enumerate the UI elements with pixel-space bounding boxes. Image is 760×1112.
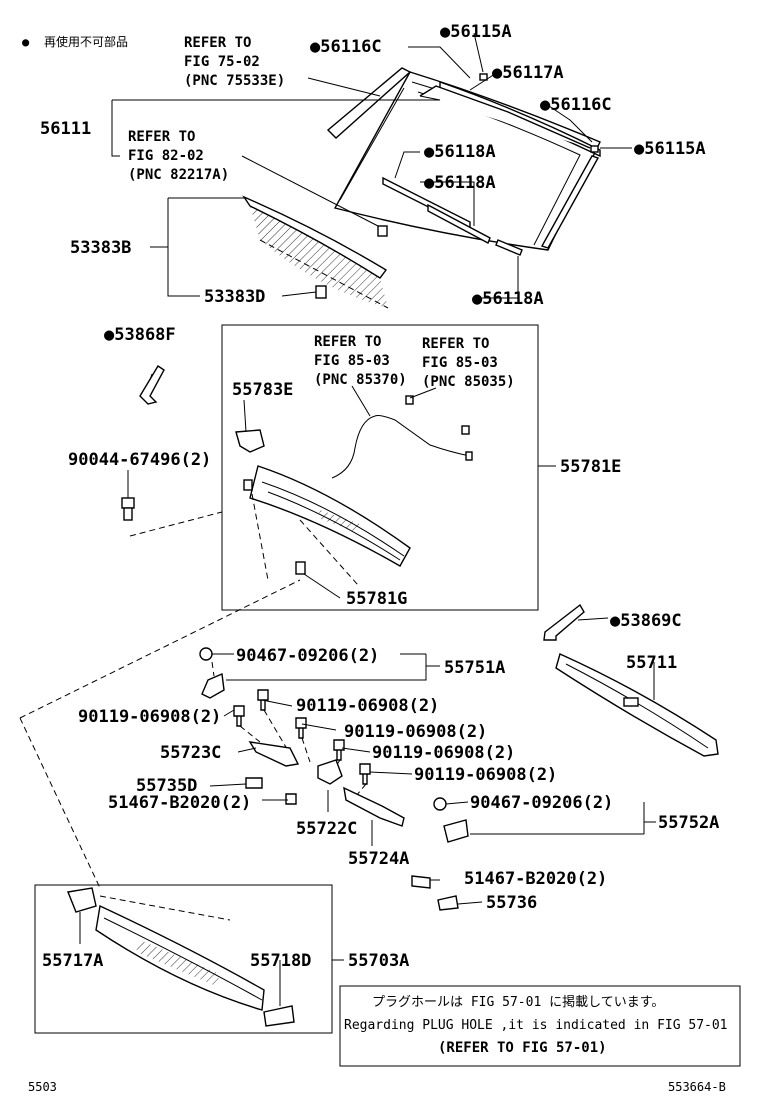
label-56117A: ●56117A [492, 63, 564, 83]
clip-53868F [139, 365, 165, 405]
ref-85-03b-line3: (PNC 85035) [422, 374, 515, 390]
note-refer: (REFER TO FIG 57-01) [438, 1040, 607, 1056]
bracket-55752A [433, 797, 469, 843]
ref-82-02-line1: REFER TO [128, 129, 195, 145]
label-55703A: 55703A [348, 951, 409, 971]
label-90044: 90044-67496(2) [68, 450, 211, 470]
label-56118A-b: ●56118A [424, 173, 496, 193]
clip-53869C [543, 603, 585, 641]
note-english: Regarding PLUG HOLE ,it is indicated in … [344, 1018, 728, 1033]
windshield-glass [333, 71, 601, 251]
label-56118A-c: ●56118A [472, 289, 544, 309]
legend-marker: ● [22, 35, 30, 49]
label-90467-a: 90467-09206(2) [236, 646, 379, 666]
label-56118A-a: ●56118A [424, 142, 496, 162]
label-55751A: 55751A [444, 658, 505, 678]
label-55781G: 55781G [346, 589, 407, 609]
label-90467-b: 90467-09206(2) [470, 793, 613, 813]
label-53868F: ●53868F [104, 325, 176, 345]
label-56116C-a: ●56116C [310, 37, 382, 57]
label-53383D: 53383D [204, 287, 265, 307]
cowl-seal [242, 195, 389, 309]
bracket-55783E [235, 429, 265, 453]
ref-85-03a-line3: (PNC 85370) [314, 372, 407, 388]
leader-lines [79, 32, 656, 1006]
cowl-lower-panel [67, 887, 295, 1027]
footer: 5503 553664-B [28, 1080, 726, 1094]
bracket-55751A [199, 647, 225, 699]
bracket-55722C [317, 759, 405, 827]
label-55722C: 55722C [296, 819, 357, 839]
label-90119-c: 90119-06908(2) [344, 722, 487, 742]
ref-75-02-line3: (PNC 75533E) [184, 73, 285, 89]
legend: ● 再使用不可部品 [22, 34, 128, 49]
reference-callouts: REFER TO FIG 75-02 (PNC 75533E) REFER TO… [128, 35, 515, 390]
ref-75-02-line2: FIG 75-02 [184, 54, 260, 70]
label-90119-e: 90119-06908(2) [414, 765, 557, 785]
clip-55736 [411, 875, 459, 911]
label-55781E: 55781E [560, 457, 621, 477]
label-55735D: 55735D [136, 776, 197, 796]
clip-90044 [121, 497, 135, 521]
washer-hose [331, 395, 473, 479]
windshield-moldings [326, 67, 601, 256]
note-japanese: プラグホールは FIG 57-01 に掲載しています。 [372, 994, 664, 1010]
label-56111: 56111 [40, 119, 91, 139]
label-55736: 55736 [486, 893, 537, 913]
footer-right: 553664-B [668, 1080, 726, 1094]
label-90119-b: 90119-06908(2) [78, 707, 221, 727]
ref-85-03b-line1: REFER TO [422, 336, 489, 352]
ref-85-03a-line2: FIG 85-03 [314, 353, 390, 369]
legend-text: 再使用不可部品 [44, 34, 128, 49]
cowl-louver-box [221, 324, 539, 611]
cowl-louver [243, 465, 411, 586]
guide-line-left [19, 511, 301, 889]
label-56115A-b: ●56115A [634, 139, 706, 159]
note: プラグホールは FIG 57-01 に掲載しています。 Regarding PL… [344, 994, 728, 1056]
label-51467-a: 51467-B2020(2) [108, 793, 251, 813]
ref-82-02-line2: FIG 82-02 [128, 148, 204, 164]
footer-left: 5503 [28, 1080, 57, 1094]
note-box [339, 985, 741, 1067]
label-55783E: 55783E [232, 380, 293, 400]
ref-85-03b-line2: FIG 85-03 [422, 355, 498, 371]
label-55723C: 55723C [160, 743, 221, 763]
label-51467-b: 51467-B2020(2) [464, 869, 607, 889]
ref-85-03a-line1: REFER TO [314, 334, 381, 350]
label-56115A-a: ●56115A [440, 22, 512, 42]
label-55724A: 55724A [348, 849, 409, 869]
panel-55711 [555, 653, 719, 757]
label-90119-a: 90119-06908(2) [296, 696, 439, 716]
label-56116C-b: ●56116C [540, 95, 612, 115]
part-number-labels: ●56116C ●56115A ●56117A ●56116C ●56115A … [40, 22, 719, 971]
label-55717A: 55717A [42, 951, 103, 971]
label-55752A: 55752A [658, 813, 719, 833]
ref-75-02-line1: REFER TO [184, 35, 251, 51]
label-53869C: ●53869C [610, 611, 682, 631]
ref-82-02-line3: (PNC 82217A) [128, 167, 229, 183]
label-53383B: 53383B [70, 238, 131, 258]
label-55711: 55711 [626, 653, 677, 673]
cowl-lower-box [34, 884, 333, 1034]
clip-55735D [245, 777, 297, 805]
label-90119-d: 90119-06908(2) [372, 743, 515, 763]
bracket-55723C [248, 741, 300, 767]
label-55718D: 55718D [250, 951, 311, 971]
